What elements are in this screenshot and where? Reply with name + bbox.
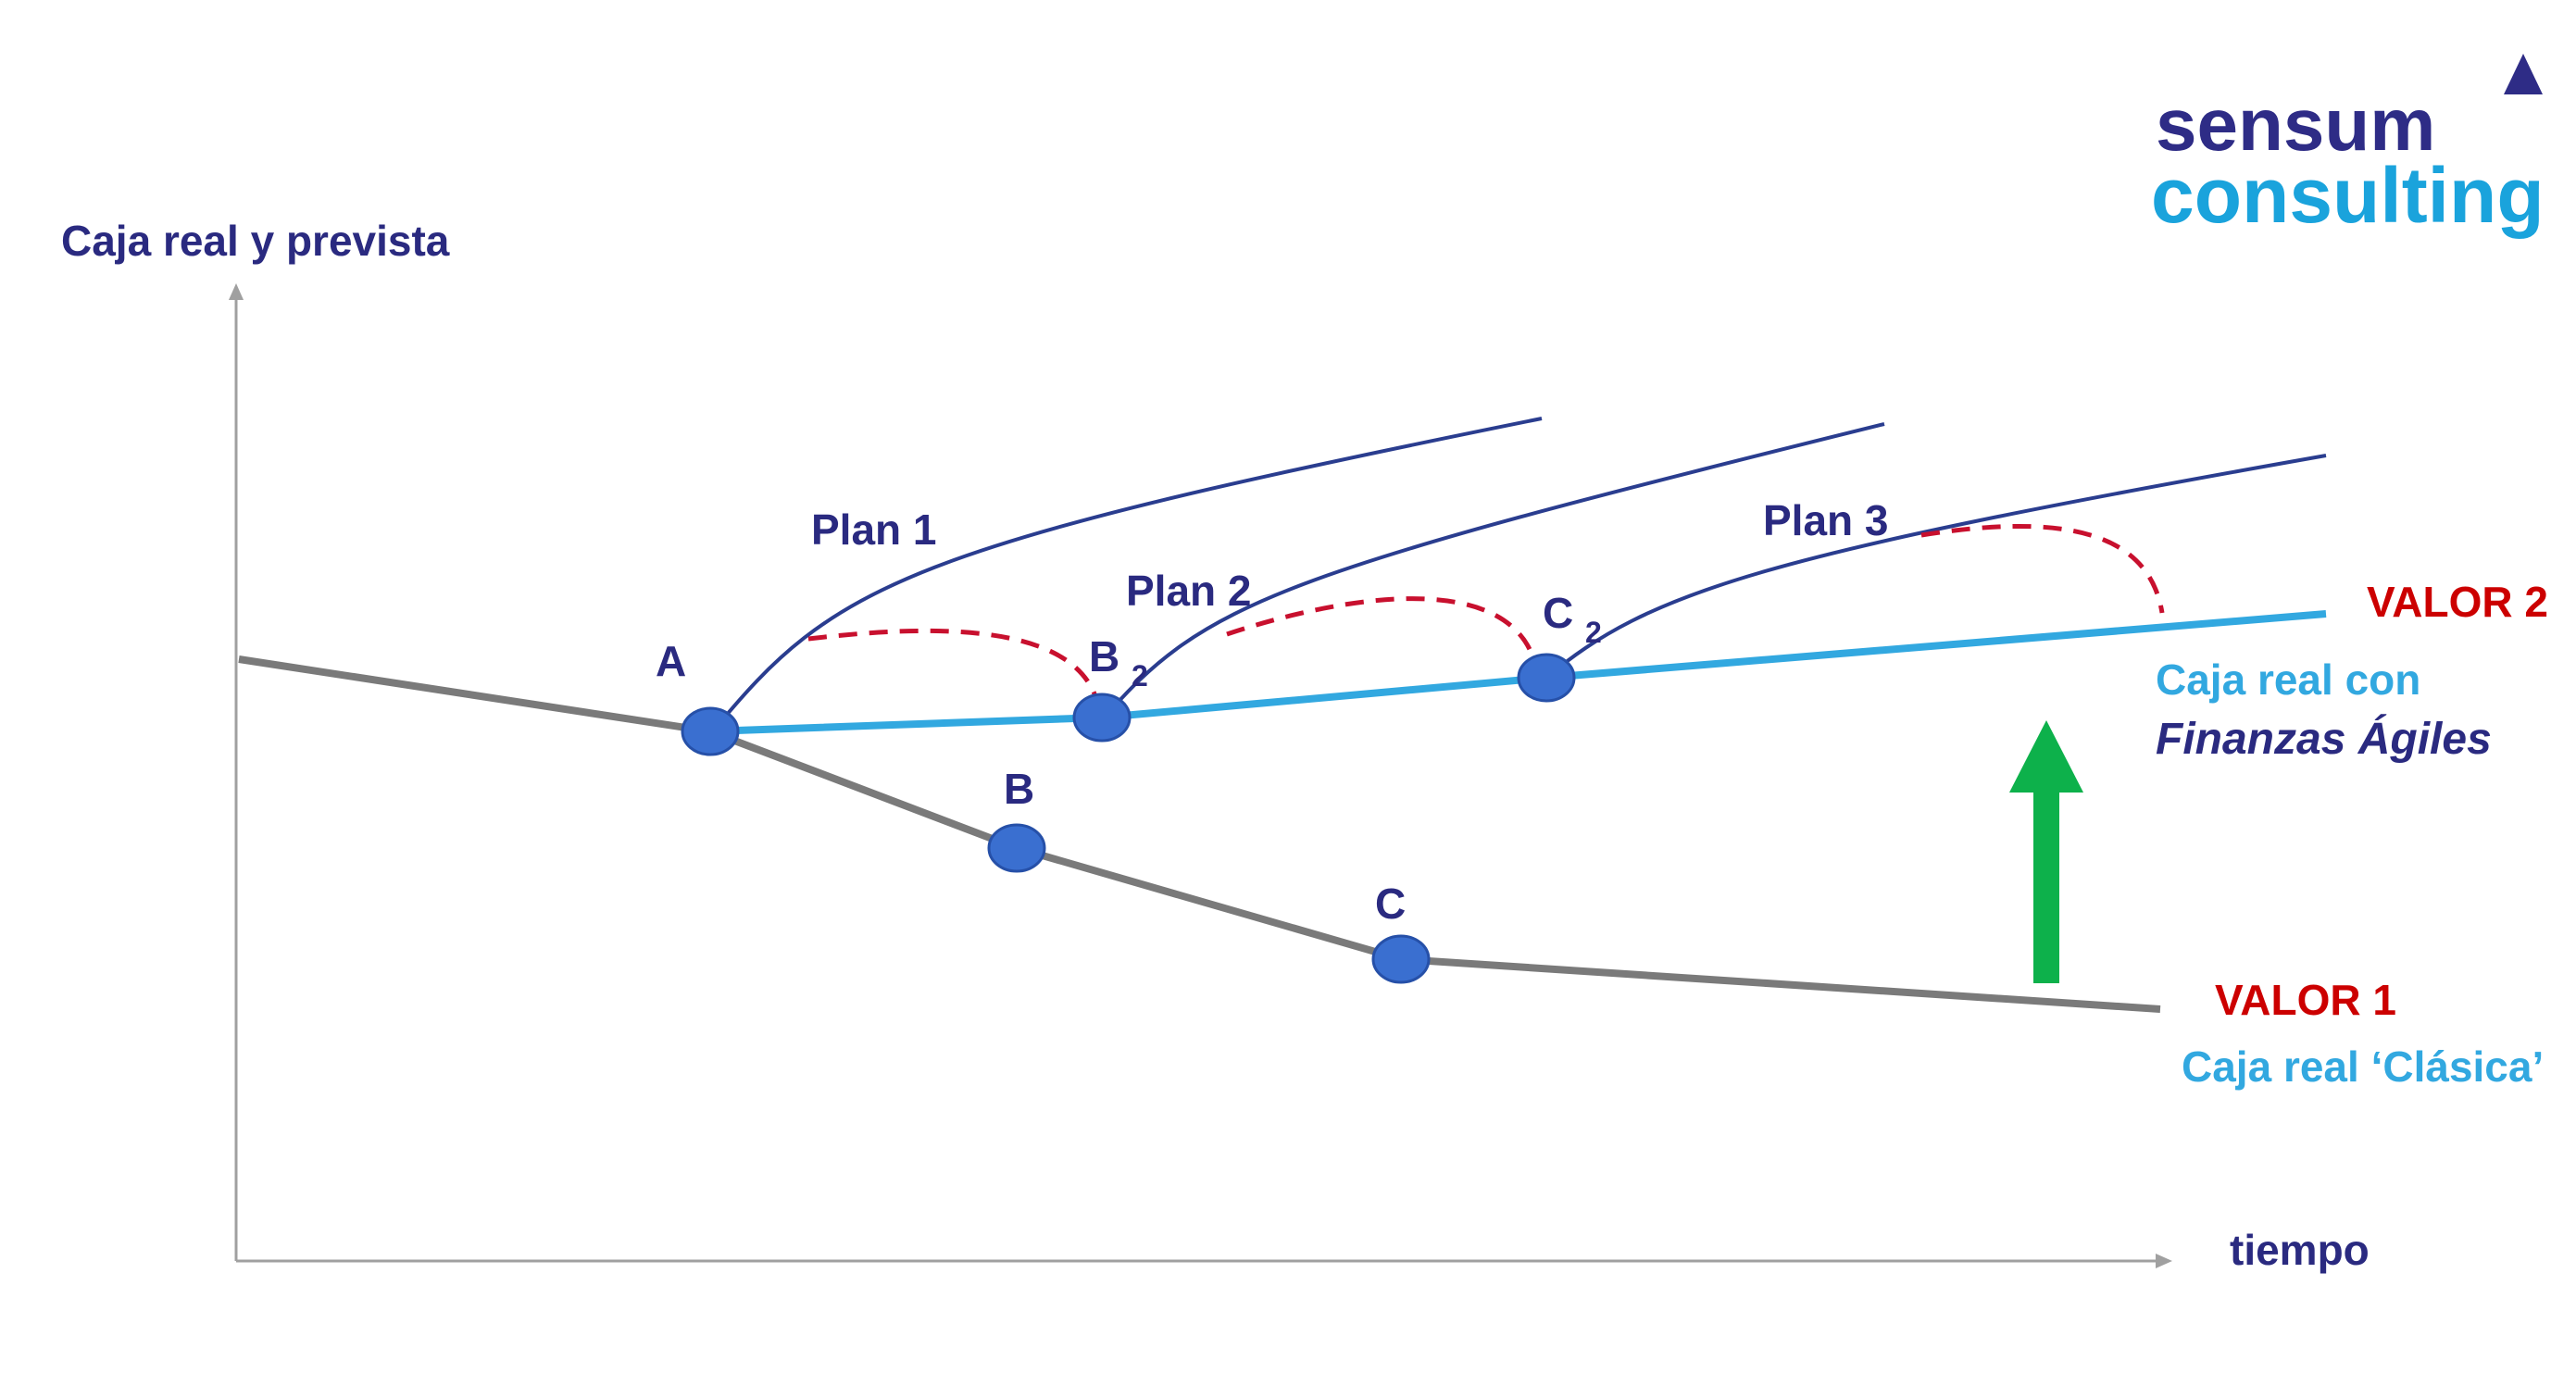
axes	[229, 283, 2172, 1268]
point-label-c2-main: C	[1543, 589, 1573, 637]
node-c	[1371, 934, 1431, 984]
plan-2-label: Plan 2	[1126, 567, 1252, 615]
improvement-arrow-icon	[2009, 720, 2083, 983]
x-axis-label: tiempo	[2230, 1226, 2370, 1274]
node-b	[987, 823, 1046, 873]
point-label-c2: C 2	[1543, 589, 1602, 649]
gap-arc-3	[1920, 523, 2165, 614]
point-label-b2: B 2	[1089, 632, 1148, 693]
point-label-c: C	[1375, 880, 1406, 928]
nodes	[681, 653, 1576, 984]
improvement-arrow-head	[2009, 720, 2083, 793]
point-label-b: B	[1004, 765, 1034, 813]
plan-3-label: Plan 3	[1763, 496, 1889, 544]
valor-2-caption-line1: Caja real con	[2156, 655, 2420, 704]
plan-3-curve	[1544, 454, 2327, 680]
point-label-c2-sub: 2	[1585, 616, 1602, 649]
plan-1-label: Plan 1	[811, 506, 937, 554]
plan-1-curve	[711, 417, 1543, 733]
valor-1-label: VALOR 1	[2215, 976, 2396, 1024]
gap-arc-2	[1226, 596, 1535, 656]
x-axis-arrow-icon	[2156, 1254, 2172, 1268]
gap-arc-1	[807, 628, 1100, 703]
gap-arcs	[807, 523, 2165, 703]
valor-2-caption-line2: Finanzas Ágiles	[2156, 714, 2492, 764]
plan-2-curve	[1100, 422, 1885, 722]
agile-cash-line	[709, 610, 2327, 735]
point-label-b2-sub: 2	[1132, 659, 1148, 693]
valor-2-label: VALOR 2	[2367, 578, 2548, 626]
node-a	[681, 706, 740, 756]
logo-triangle-icon	[2504, 54, 2543, 94]
improvement-arrow-shaft	[2033, 789, 2059, 983]
logo-line1: sensum	[2156, 83, 2435, 166]
y-axis-arrow-icon	[229, 283, 244, 300]
node-b2	[1072, 693, 1132, 743]
valor-1-caption: Caja real ‘Clásica’	[2182, 1042, 2544, 1091]
point-label-b2-main: B	[1089, 632, 1119, 680]
point-label-a: A	[656, 637, 686, 685]
y-axis-label: Caja real y prevista	[61, 217, 450, 265]
plan-curves	[711, 417, 2327, 733]
logo-line2: consulting	[2151, 152, 2545, 239]
sensum-logo: sensum consulting	[2151, 54, 2545, 239]
node-c2	[1517, 653, 1576, 703]
